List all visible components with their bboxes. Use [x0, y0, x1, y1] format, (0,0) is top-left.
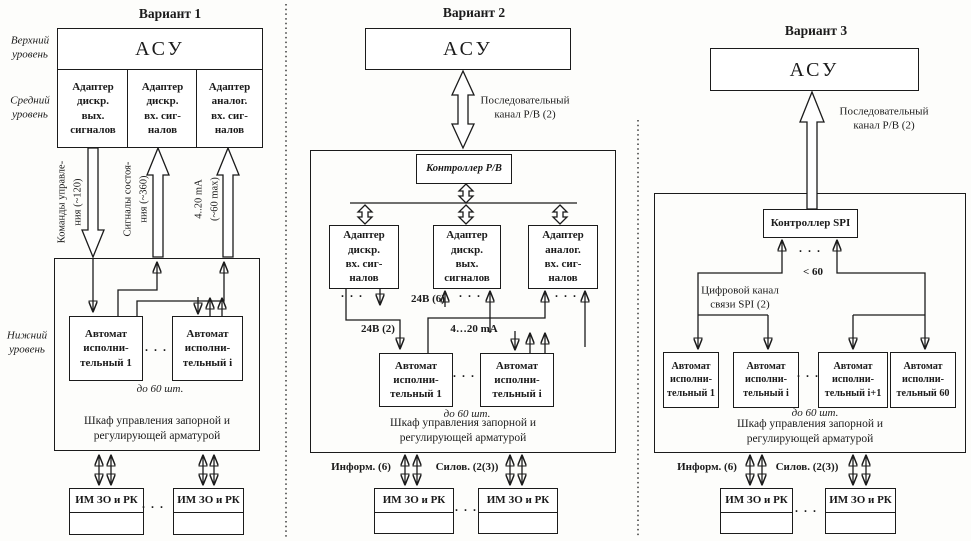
v2-420ma-label: 4…20 mA	[450, 322, 498, 335]
v2-quantity-label: до 60 шт.	[443, 407, 491, 420]
v3-inform-label: Информ. (6)	[677, 460, 737, 473]
v2-adapter-analog-input-box: Адаптер аналог. вх. сиг- налов	[528, 225, 598, 289]
v2-inform-label: Информ. (6)	[331, 460, 391, 473]
v1-level-top-label: Верхний уровень	[10, 34, 50, 61]
v1-asu-box: АСУ	[57, 28, 263, 70]
v1-commands-arrow-down	[81, 147, 105, 259]
v3-im-right-lower-section	[826, 513, 895, 533]
v1-level-low-label: Нижний уровень	[6, 329, 48, 356]
v3-automat-i-box: Автомат исполни- тельный i	[733, 352, 799, 408]
v2-im-right-box: ИМ ЗО и РК	[478, 488, 558, 534]
v1-title: Вариант 1	[138, 6, 202, 22]
v1-flow-status-label: Сигналы состоя- ния (~360)	[122, 161, 150, 237]
v3-asu-box: АСУ	[710, 48, 919, 91]
v3-digital-channel-label: Цифровой канал связи SPI (2)	[701, 284, 779, 311]
v3-im-right-box: ИМ ЗО и РК	[825, 488, 896, 534]
v1-analog-arrow-up	[216, 146, 240, 258]
v1-im-right-lower-section	[174, 513, 243, 534]
v1-cabinet-label: Шкаф управления запорной и регулирующей …	[83, 415, 231, 442]
v2-im-right-lower-section	[479, 513, 557, 533]
v1-im-left-box: ИМ ЗО и РК	[69, 488, 144, 535]
v1-cabinet-box	[54, 258, 260, 451]
v3-automat-60-box: Автомат исполни- тельный 60	[890, 352, 956, 408]
v2-im-ellipsis: · · ·	[454, 503, 478, 518]
v3-automat-i1-box: Автомат исполни- тельный i+1	[818, 352, 888, 408]
v3-im-ellipsis: · · ·	[794, 504, 818, 519]
v2-serial-channel-label: Последовательный канал Р/В (2)	[480, 94, 570, 121]
v3-im-right-label: ИМ ЗО и РК	[826, 489, 895, 513]
v2-im-left-box: ИМ ЗО и РК	[374, 488, 454, 534]
v3-serial-arrow-up	[799, 90, 825, 210]
v3-title: Вариант 3	[784, 23, 848, 39]
v1-flow-analog-label: 4..20 mA (~60 max)	[193, 177, 221, 221]
v2-cabinet-box	[310, 150, 616, 453]
v3-automat-ellipsis: · · ·	[796, 369, 820, 384]
v3-controller-box: Контроллер SPI	[763, 209, 858, 238]
v3-cabinet-label: Шкаф управления запорной и регулирующей …	[736, 418, 884, 445]
v1-flow-commands-label: Команды управле- ния (~120)	[56, 160, 84, 244]
v3-quantity-label: до 60 шт.	[791, 406, 839, 419]
v1-wires	[81, 146, 240, 484]
v2-title: Вариант 2	[442, 5, 506, 21]
v1-automat-1-box: Автомат исполни- тельный 1	[69, 316, 143, 381]
v2-serial-double-arrow	[450, 69, 476, 150]
v1-status-arrow-up	[146, 146, 170, 258]
v3-channel-ellipsis: · · ·	[798, 244, 822, 259]
v2-asu-box: АСУ	[365, 28, 571, 70]
v3-lt60-label: < 60	[802, 265, 824, 278]
v2-automat-1-box: Автомат исполни- тельный 1	[379, 353, 453, 407]
v2-24v2-label: 24В (2)	[361, 322, 395, 335]
v3-im-left-lower-section	[721, 513, 792, 533]
v1-automat-i-box: Автомат исполни- тельный i	[172, 316, 243, 381]
v2-24v6-label: 24В (6)	[411, 292, 445, 305]
v3-im-left-label: ИМ ЗО и РК	[721, 489, 792, 513]
v1-im-left-label: ИМ ЗО и РК	[70, 489, 143, 513]
v3-power-label: Силов. (2(3))	[775, 460, 839, 473]
v3-im-left-box: ИМ ЗО и РК	[720, 488, 793, 534]
v2-power-label: Силов. (2(3))	[435, 460, 499, 473]
v2-adapter1-ellipsis: · · ·	[340, 289, 364, 304]
v1-quantity-label: до 60 шт.	[136, 382, 184, 395]
v2-cabinet-label: Шкаф управления запорной и регулирующей …	[389, 417, 537, 444]
v2-adapter3-ellipsis: · · ·	[554, 289, 578, 304]
v2-adapter-discrete-input-box: Адаптер дискр. вх. сиг- налов	[329, 225, 399, 289]
v2-controller-box: Контроллер Р/В	[416, 154, 512, 184]
v2-automat-i-box: Автомат исполни- тельный i	[480, 353, 554, 407]
v1-level-mid-label: Средний уровень	[10, 94, 50, 121]
v3-wires	[698, 90, 925, 484]
v2-wires	[345, 69, 585, 484]
v2-adapter-discrete-output-box: Адаптер дискр. вых. сигналов	[433, 225, 501, 289]
v2-im-left-label: ИМ ЗО и РК	[375, 489, 453, 513]
v1-im-right-label: ИМ ЗО и РК	[174, 489, 243, 513]
v1-im-right-box: ИМ ЗО и РК	[173, 488, 244, 535]
v2-im-right-label: ИМ ЗО и РК	[479, 489, 557, 513]
v1-adapter-discrete-output-box: Адаптер дискр. вых. сигналов	[57, 69, 129, 148]
v1-adapter-analog-input-box: Адаптер аналог. вх. сиг- налов	[196, 69, 263, 148]
v1-im-ellipsis: · · ·	[141, 500, 165, 515]
v2-automat-ellipsis: · · ·	[452, 369, 476, 384]
v1-im-left-lower-section	[70, 513, 143, 534]
v1-automat-ellipsis: · · ·	[144, 343, 168, 358]
v2-im-left-lower-section	[375, 513, 453, 533]
v2-adapter2-ellipsis: · · ·	[458, 289, 482, 304]
v3-serial-channel-label: Последовательный канал Р/В (2)	[839, 105, 929, 132]
v3-automat-1-box: Автомат исполни- тельный 1	[663, 352, 719, 408]
v1-adapter-discrete-input-box: Адаптер дискр. вх. сиг- налов	[127, 69, 198, 148]
